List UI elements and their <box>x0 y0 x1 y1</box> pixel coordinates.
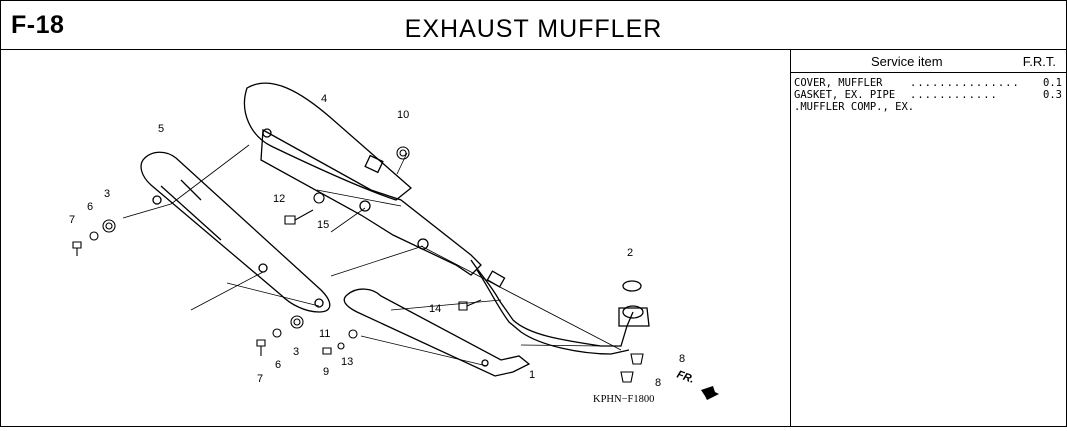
callout-2: 2 <box>627 247 633 259</box>
callout-13: 13 <box>341 356 353 368</box>
callout-12: 12 <box>273 193 285 205</box>
heat-shield-part <box>140 151 331 313</box>
exhaust-diagram-svg: 1 2 3 3 4 5 6 6 7 7 8 8 9 10 11 12 13 14… <box>69 82 719 405</box>
page-code: F-18 <box>11 11 65 39</box>
service-row-dots: ............ <box>910 89 998 101</box>
callout-6-upper: 6 <box>87 201 93 213</box>
callout-1: 1 <box>529 369 535 381</box>
service-row-name: .MUFFLER COMP., EX. <box>794 101 915 113</box>
front-arrow-icon <box>701 386 719 400</box>
exploded-diagram: 1 2 3 3 4 5 6 6 7 7 8 8 9 10 11 12 13 14… <box>1 50 791 426</box>
callout-6-lower: 6 <box>275 359 281 371</box>
frt-header: F.R.T. <box>1022 54 1056 69</box>
callout-15: 15 <box>317 219 329 231</box>
callout-11: 11 <box>319 328 330 340</box>
gasket-part <box>622 280 642 292</box>
callout-8-upper: 8 <box>679 353 685 365</box>
front-direction-label: FR. <box>675 369 696 386</box>
service-item-header: Service item <box>871 54 943 69</box>
exhaust-pipe-part <box>470 259 634 355</box>
callout-7-upper: 7 <box>69 214 75 226</box>
reference-code: KPHN−F1800 <box>593 394 654 405</box>
muffler-cover-part <box>243 82 413 201</box>
callout-3-lower: 3 <box>293 346 299 358</box>
service-row-value: 0.1 <box>1043 77 1062 89</box>
service-row-name: GASKET, EX. PIPE <box>794 89 896 101</box>
callout-3-upper: 3 <box>104 188 110 200</box>
page-title: EXHAUST MUFFLER <box>404 15 663 43</box>
callout-9: 9 <box>323 366 329 378</box>
callout-10: 10 <box>397 109 409 121</box>
service-row: .MUFFLER COMP., EX. <box>794 101 1062 113</box>
service-row-value: 0.3 <box>1043 89 1062 101</box>
service-table: Service item F.R.T. COVER, MUFFLER .....… <box>791 50 1066 426</box>
service-rows: COVER, MUFFLER ............... 0.1 GASKE… <box>794 77 1062 113</box>
lower-protector-part <box>343 288 531 377</box>
callout-4: 4 <box>321 93 327 105</box>
callout-8-lower: 8 <box>655 377 661 389</box>
service-row: COVER, MUFFLER ............... 0.1 <box>794 77 1062 89</box>
callout-5: 5 <box>158 123 164 135</box>
muffler-body-part <box>260 128 482 276</box>
service-row-dots: ............... <box>910 77 1020 89</box>
callout-14: 14 <box>429 303 441 315</box>
service-row-name: COVER, MUFFLER <box>794 77 883 89</box>
fastener-group <box>72 146 644 383</box>
header: F-18 EXHAUST MUFFLER <box>1 1 1066 50</box>
service-row: GASKET, EX. PIPE ............ 0.3 <box>794 89 1062 101</box>
callout-7-lower: 7 <box>257 373 263 385</box>
service-table-header: Service item F.R.T. <box>791 50 1066 73</box>
